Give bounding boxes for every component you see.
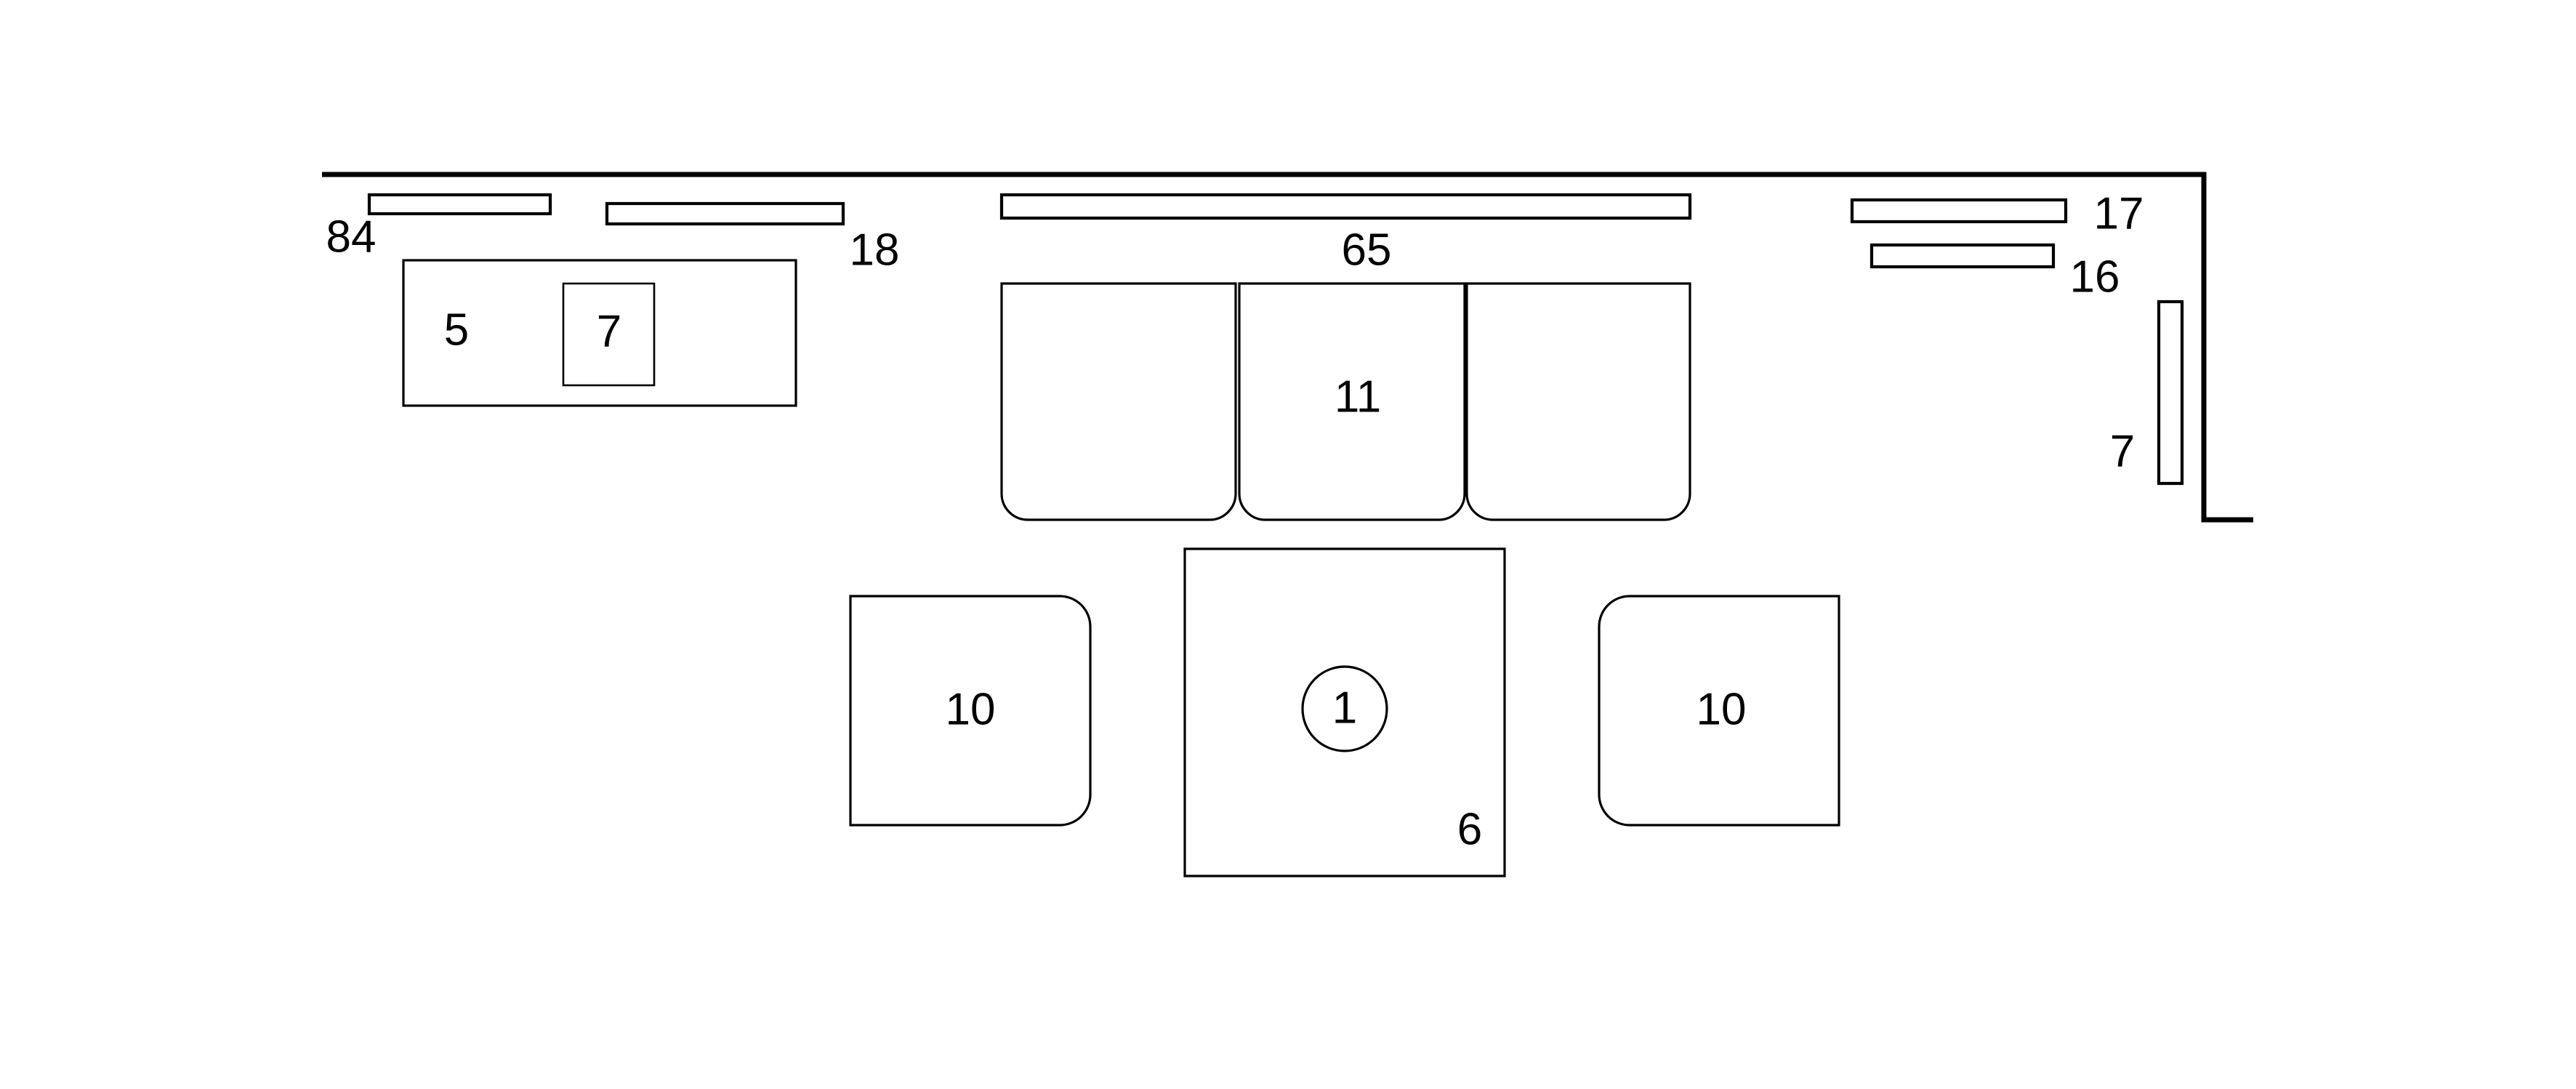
label-10-right: 10: [1696, 684, 1747, 734]
panel-left-11[interactable]: [1000, 282, 1237, 521]
label-7-right: 7: [2110, 426, 2135, 476]
label-7-inset: 7: [597, 306, 621, 356]
label-18: 18: [850, 225, 900, 275]
floor-unit-10-right[interactable]: [1598, 595, 1840, 827]
wall-bar-84[interactable]: [367, 193, 552, 216]
wall-bar-17[interactable]: [1850, 198, 2068, 224]
wall-bar-65[interactable]: [999, 193, 1692, 220]
panel-right-11[interactable]: [1465, 282, 1691, 521]
marker-circle-1[interactable]: [1301, 665, 1388, 752]
label-5: 5: [444, 305, 469, 355]
counter-inset-7[interactable]: [562, 282, 656, 387]
label-11: 11: [1335, 371, 1381, 422]
vertical-wall-bar-7[interactable]: [2157, 300, 2184, 486]
label-1: 1: [1332, 683, 1357, 733]
floor-unit-10-left[interactable]: [849, 595, 1092, 827]
label-6: 6: [1457, 804, 1482, 854]
wall-bar-16[interactable]: [1869, 243, 2056, 269]
perimeter-wall: [322, 172, 2253, 523]
panel-center-11[interactable]: [1238, 282, 1466, 521]
label-17: 17: [2094, 188, 2144, 238]
label-16: 16: [2070, 252, 2120, 302]
label-10-left: 10: [946, 684, 996, 734]
label-65: 65: [1342, 225, 1392, 275]
wall-bar-18[interactable]: [605, 201, 845, 226]
label-84: 84: [326, 212, 377, 262]
